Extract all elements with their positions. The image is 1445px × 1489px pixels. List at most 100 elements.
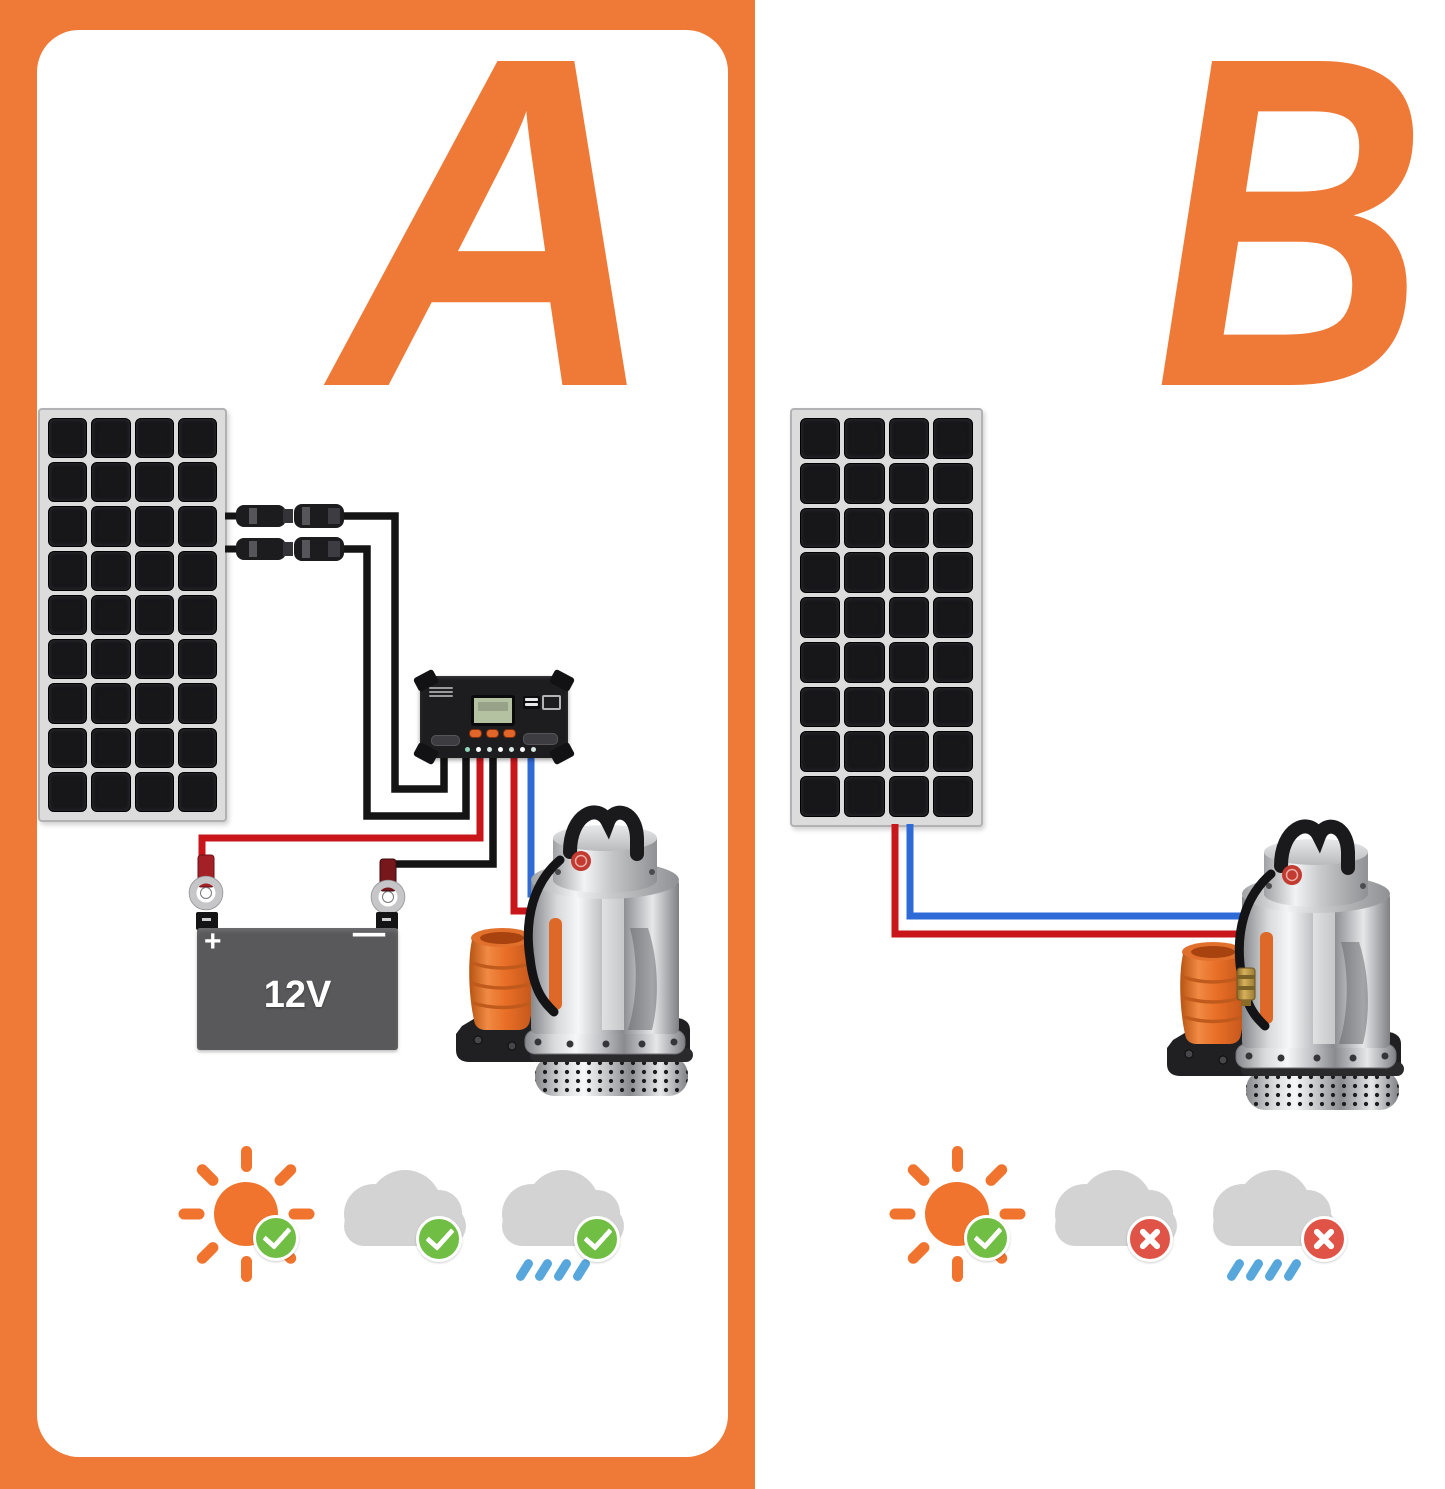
sun-ray bbox=[178, 1208, 204, 1220]
solar-cell bbox=[800, 462, 841, 504]
battery-12v: + − 12V bbox=[197, 916, 398, 1050]
rain-drop bbox=[514, 1257, 535, 1283]
solar-cell bbox=[134, 418, 174, 459]
sun-ray bbox=[288, 1208, 314, 1220]
solar-cell bbox=[91, 418, 131, 459]
solar-cell bbox=[800, 686, 841, 728]
check-icon bbox=[583, 1220, 613, 1252]
solar-cell bbox=[48, 506, 88, 547]
controller-label-right bbox=[523, 733, 558, 745]
battery-minus-mark: − bbox=[350, 916, 388, 954]
solar-cell bbox=[48, 639, 88, 680]
solar-cell bbox=[932, 597, 973, 638]
solar-cell bbox=[932, 507, 973, 549]
rain-cloud-icon bbox=[502, 1170, 624, 1283]
sun-item bbox=[889, 1146, 1025, 1282]
solar-cell bbox=[932, 776, 973, 817]
solar-cell bbox=[177, 506, 217, 547]
solar-cell bbox=[844, 418, 885, 459]
usb-port-icon bbox=[523, 696, 540, 709]
solar-cell bbox=[91, 771, 131, 812]
water-pump-b bbox=[1167, 826, 1404, 1110]
solar-cell bbox=[800, 552, 841, 594]
solar-cell bbox=[134, 594, 174, 636]
controller-buttons bbox=[469, 729, 516, 738]
solar-cell bbox=[932, 641, 973, 683]
cross-badge-icon bbox=[1301, 1216, 1347, 1262]
solar-cell bbox=[844, 641, 885, 683]
solar-cell bbox=[134, 727, 174, 768]
solar-cell bbox=[888, 731, 929, 773]
rain-drop bbox=[1282, 1257, 1303, 1283]
rain-drop bbox=[1225, 1257, 1246, 1283]
solar-cell bbox=[844, 462, 885, 504]
solar-cell bbox=[91, 639, 131, 680]
solar-cell bbox=[91, 727, 131, 768]
controller-button bbox=[469, 729, 482, 738]
solar-cell bbox=[177, 418, 217, 459]
solar-cell bbox=[48, 550, 88, 591]
solar-cell bbox=[134, 506, 174, 547]
solar-cell bbox=[888, 552, 929, 594]
sun-icon bbox=[889, 1146, 1025, 1282]
solar-cell bbox=[134, 771, 174, 812]
panel-a-label: A bbox=[333, 0, 660, 485]
cloud-item bbox=[1055, 1170, 1177, 1262]
pump-b-blue-wire bbox=[906, 824, 1268, 920]
rain-icon bbox=[514, 1257, 592, 1283]
weather-row-a bbox=[178, 1146, 624, 1283]
rain-icon bbox=[1225, 1257, 1303, 1283]
solar-panel-b bbox=[790, 408, 983, 827]
check-badge-icon bbox=[253, 1215, 299, 1261]
sun-item bbox=[178, 1146, 314, 1282]
solar-cell bbox=[177, 683, 217, 724]
solar-cell bbox=[932, 686, 973, 728]
solar-cell bbox=[177, 462, 217, 503]
sun-ray bbox=[194, 1162, 221, 1189]
panel-b-label: B bbox=[1155, 0, 1428, 485]
solar-panel-a bbox=[38, 408, 227, 822]
controller-label-left bbox=[431, 735, 460, 746]
cross-badge-icon bbox=[1127, 1216, 1173, 1262]
sun-ray bbox=[951, 1256, 963, 1282]
rain-drop bbox=[533, 1257, 554, 1283]
solar-cell bbox=[48, 771, 88, 812]
solar-cell bbox=[800, 731, 841, 773]
controller-brand-text bbox=[429, 687, 453, 699]
lcd-screen bbox=[471, 695, 515, 726]
rain-drop bbox=[1263, 1257, 1284, 1283]
solar-cell bbox=[888, 507, 929, 549]
solar-cell bbox=[91, 683, 131, 724]
controller-button bbox=[486, 729, 499, 738]
sun-ray bbox=[951, 1146, 963, 1172]
solar-cell bbox=[177, 550, 217, 591]
solar-cell bbox=[48, 594, 88, 636]
solar-cell bbox=[844, 776, 885, 817]
sd-slot-icon bbox=[542, 695, 561, 710]
sun-ray bbox=[905, 1239, 932, 1266]
battery-plus-mark: + bbox=[204, 925, 222, 958]
rain-cloud-item bbox=[1213, 1170, 1347, 1283]
solar-cell bbox=[134, 550, 174, 591]
solar-cell bbox=[177, 639, 217, 680]
cloud-item bbox=[344, 1170, 466, 1262]
sun-ray bbox=[905, 1162, 932, 1189]
rain-cloud-item bbox=[502, 1170, 624, 1283]
solar-cell bbox=[888, 418, 929, 459]
solar-cell bbox=[134, 683, 174, 724]
solar-cell bbox=[48, 462, 88, 503]
charge-controller bbox=[412, 668, 576, 766]
sun-ray bbox=[240, 1256, 252, 1282]
brass-fitting bbox=[1236, 967, 1256, 1006]
check-badge-icon bbox=[964, 1215, 1010, 1261]
rain-drop bbox=[552, 1257, 573, 1283]
check-icon bbox=[262, 1219, 292, 1251]
solar-cell bbox=[91, 506, 131, 547]
solar-cell bbox=[91, 462, 131, 503]
solar-cell bbox=[177, 771, 217, 812]
sun-ray bbox=[240, 1146, 252, 1172]
solar-cell bbox=[844, 597, 885, 638]
solar-cell bbox=[932, 552, 973, 594]
check-icon bbox=[425, 1220, 455, 1252]
